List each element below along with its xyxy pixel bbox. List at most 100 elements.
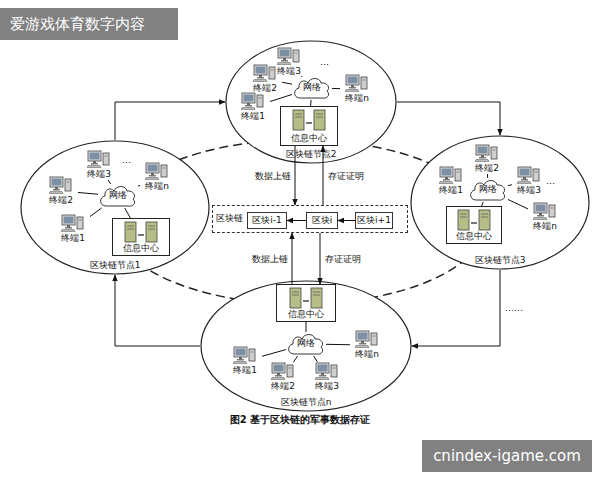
ellipsis-mark: … xyxy=(320,57,329,68)
terminal-node: 终端2 xyxy=(248,64,282,94)
node-label: 终端3 xyxy=(302,381,352,392)
node-label: 终端3 xyxy=(74,169,124,180)
info-center-box: 信息中心 xyxy=(276,284,336,322)
computer-icon xyxy=(145,163,167,180)
link-line xyxy=(326,344,350,345)
flow-arrow xyxy=(115,102,225,140)
computer-icon xyxy=(233,347,255,364)
link-line xyxy=(487,174,488,178)
node-label: 终端2 xyxy=(240,83,290,94)
node-label: 信息中心 xyxy=(113,243,169,254)
link-line xyxy=(90,208,102,217)
computer-icon xyxy=(315,363,337,380)
computer-icon xyxy=(87,151,109,168)
computer-icon xyxy=(253,65,275,82)
link-line xyxy=(301,76,303,77)
watermark: 爱游戏体育数字内容 xyxy=(0,8,178,40)
node-label: 终端n xyxy=(342,349,392,360)
server-icon xyxy=(293,110,325,130)
node-label: 终端2 xyxy=(258,381,308,392)
terminal-node: 终端1 xyxy=(228,346,262,376)
node-label: 终端n xyxy=(520,221,570,232)
node-label: 网络 xyxy=(292,82,332,93)
terminal-node: 终端n xyxy=(340,74,374,104)
terminal-icons xyxy=(49,48,555,380)
link-line xyxy=(262,350,286,357)
block-box: 区块i-1 xyxy=(247,212,287,229)
watermark: cnindex-igame.com xyxy=(422,440,592,472)
ellipse-outline xyxy=(410,135,590,270)
computer-icon xyxy=(277,48,299,65)
node-label: 区块i+1 xyxy=(356,215,392,226)
computer-icon xyxy=(241,93,263,110)
terminal-node: 终端1 xyxy=(434,166,468,196)
block-box: 区块i xyxy=(306,212,338,229)
edge-label: 数据上链 xyxy=(255,170,291,181)
terminal-node: 终端3 xyxy=(272,47,306,77)
network-cloud: 网络 xyxy=(468,178,508,202)
server-icon xyxy=(458,210,490,230)
terminal-node: 终端3 xyxy=(512,166,546,196)
link-line xyxy=(306,322,307,332)
link-line xyxy=(125,208,131,218)
blockchain-node-ellipse: 区块链节点1终端3终端n终端2网络终端1信息中心 xyxy=(20,140,210,275)
link-line xyxy=(332,88,340,89)
blockchain-box: 区块链区块i-1 区块i 区块i+1 xyxy=(212,205,408,233)
terminal-node: 终端n xyxy=(350,330,384,360)
node-label: 网络 xyxy=(286,338,326,349)
ellipsis-mark: … xyxy=(546,176,555,187)
computer-icon xyxy=(355,331,377,348)
node-label: 区块i-1 xyxy=(248,215,286,226)
node-label: 信息中心 xyxy=(447,231,501,242)
edge-label: 存证证明 xyxy=(328,170,364,181)
edge-label: 数据上链 xyxy=(252,253,288,264)
server-icon xyxy=(290,288,322,308)
network-cloud: 网络 xyxy=(286,332,326,356)
computer-icon xyxy=(345,75,367,92)
terminal-node: 终端1 xyxy=(56,214,90,244)
terminal-node: 终端1 xyxy=(236,92,270,122)
node-label: 终端2 xyxy=(36,195,86,206)
ellipsis-mark: … xyxy=(122,155,131,166)
link-line xyxy=(508,184,512,186)
node-label: 终端n xyxy=(132,181,182,192)
node-label: 信息中心 xyxy=(277,309,335,320)
link-line xyxy=(508,199,528,208)
computer-icon xyxy=(517,167,539,184)
info-center-box: 信息中心 xyxy=(446,206,502,244)
flow-arrow xyxy=(295,146,296,205)
node-label: 终端1 xyxy=(220,365,270,376)
edge-label: …… xyxy=(505,303,523,314)
computer-icon xyxy=(439,167,461,184)
computer-icon xyxy=(271,363,293,380)
link-line xyxy=(108,180,110,184)
terminal-node: 终端3 xyxy=(310,362,344,392)
node-label: 区块链节点n xyxy=(200,397,412,408)
flow-arrow xyxy=(397,102,500,135)
ellipse-shape xyxy=(226,41,396,163)
link-line xyxy=(270,94,292,101)
terminal-node: 终端2 xyxy=(266,362,300,392)
node-label: 区块链 xyxy=(216,213,243,224)
server-icon xyxy=(125,222,157,242)
node-label: 信息中心 xyxy=(281,133,337,144)
figure-caption: 图2 基于区块链的军事数据存证 xyxy=(0,414,600,426)
flow-arrow xyxy=(323,146,324,205)
terminal-node: 终端n xyxy=(528,202,562,232)
info-center-box: 信息中心 xyxy=(280,106,338,146)
edge-label: 存证证明 xyxy=(325,253,361,264)
node-label: 区块链节点3 xyxy=(410,255,590,266)
link-line xyxy=(310,100,311,106)
node-label: 网络 xyxy=(98,190,138,201)
flow-arrow xyxy=(412,270,500,346)
flow-arrow xyxy=(115,275,200,346)
link-line xyxy=(138,185,140,187)
info-center-box: 信息中心 xyxy=(112,218,170,256)
node-label: 终端n xyxy=(332,93,382,104)
node-label: 终端2 xyxy=(462,163,512,174)
node-label: 终端1 xyxy=(228,111,278,122)
server-icons xyxy=(125,110,490,308)
network-cloud: 网络 xyxy=(292,76,332,100)
